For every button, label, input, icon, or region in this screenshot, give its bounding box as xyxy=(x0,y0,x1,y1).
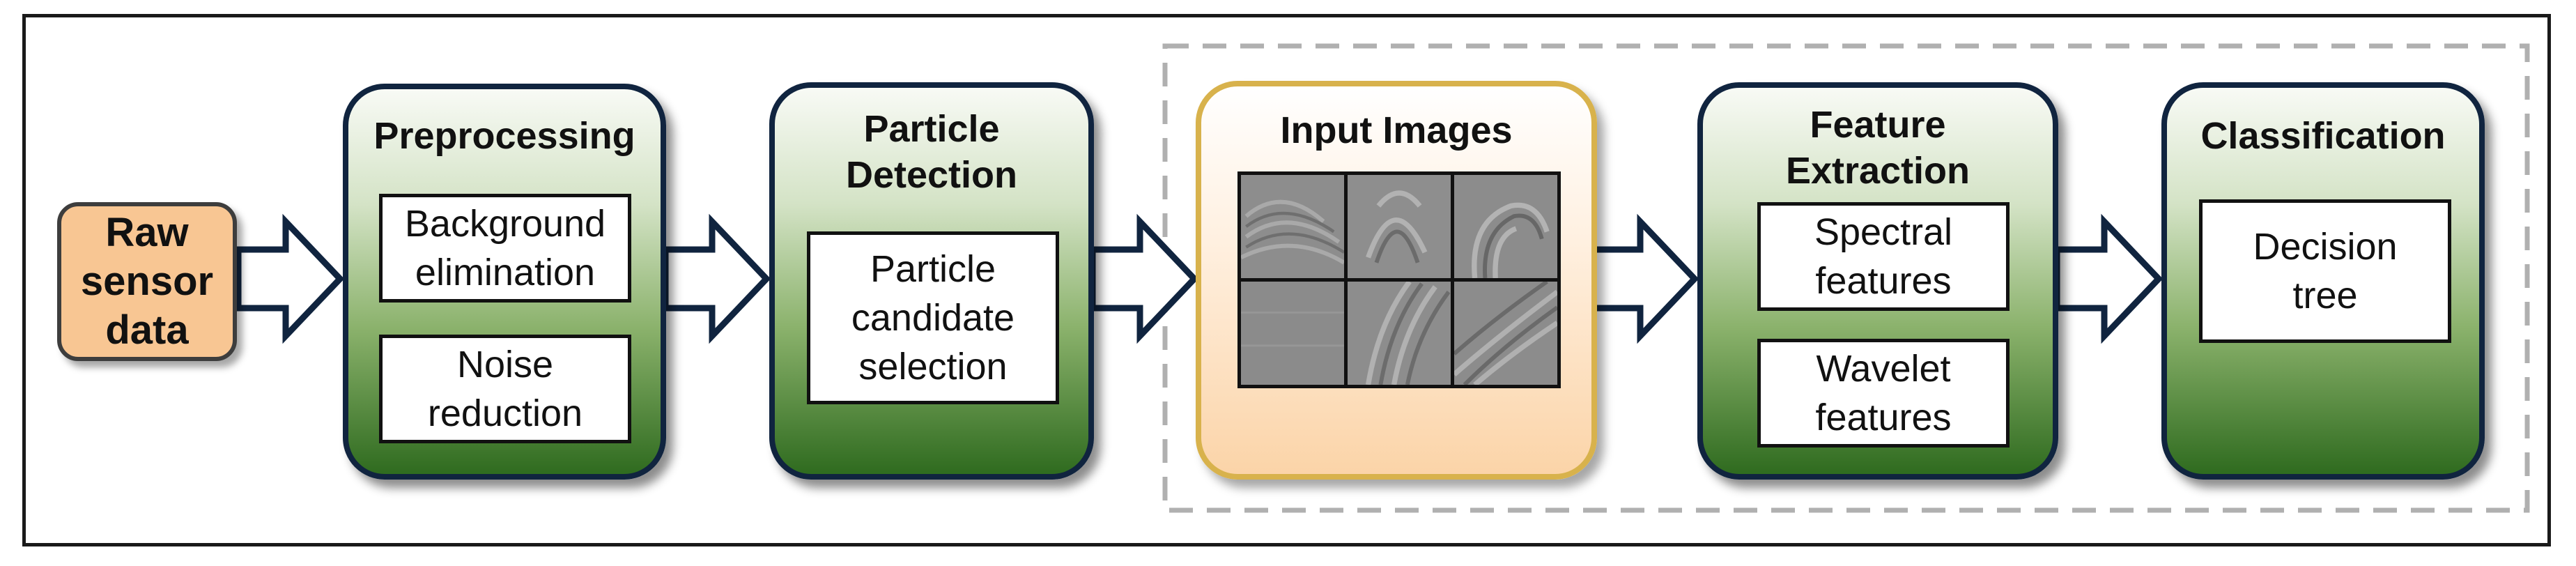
classification-title: Classification xyxy=(2200,115,2446,157)
particle-detection-title: Particle Detection xyxy=(775,106,1088,198)
sample-image-5 xyxy=(1344,278,1454,388)
box-line: Spectral xyxy=(1814,211,1953,253)
preprocessing-title: Preprocessing xyxy=(373,115,635,157)
background-elimination-box: Background elimination xyxy=(379,194,631,303)
sample-image-4 xyxy=(1237,278,1348,388)
decision-tree-box: Decision tree xyxy=(2199,199,2451,343)
raw-label-line3: data xyxy=(105,307,189,353)
spectral-features-box: Spectral features xyxy=(1757,202,2010,311)
sample-image-3 xyxy=(1451,171,1561,282)
sample-image-2 xyxy=(1344,171,1454,282)
dashed-group-region xyxy=(1162,43,2530,513)
box-line: features xyxy=(1815,397,1952,438)
stage-particle-detection: Particle Detection Particle candidate se… xyxy=(769,82,1094,480)
arrow-detection-to-input-images xyxy=(1089,213,1199,344)
box-line: reduction xyxy=(427,392,583,434)
box-line: selection xyxy=(858,346,1008,388)
title-line: Feature xyxy=(1810,104,1946,146)
box-line: elimination xyxy=(415,252,596,293)
box-line: tree xyxy=(2292,275,2358,316)
stage-feature-extraction: Feature Extraction Spectral features Wav… xyxy=(1697,82,2058,480)
arrow-preprocessing-to-detection xyxy=(662,213,771,344)
arrow-features-to-classification xyxy=(2053,213,2164,344)
box-line: candidate xyxy=(851,297,1015,339)
wavelet-features-box: Wavelet features xyxy=(1757,339,2010,448)
arrow-raw-to-preprocessing xyxy=(235,213,345,344)
box-line: Noise xyxy=(456,344,554,385)
box-line: Particle xyxy=(870,248,996,290)
box-line: Background xyxy=(404,203,606,245)
noise-reduction-box: Noise reduction xyxy=(379,335,631,443)
box-line: Wavelet xyxy=(1816,348,1951,390)
title-line: Particle xyxy=(863,108,1000,150)
sample-image-1 xyxy=(1237,171,1348,282)
box-line: features xyxy=(1815,260,1952,302)
input-images-title: Input Images xyxy=(1280,109,1513,151)
raw-sensor-data-node: Raw sensor data xyxy=(57,202,237,361)
arrow-input-images-to-features xyxy=(1589,213,1699,344)
feature-extraction-title: Feature Extraction xyxy=(1703,102,2053,194)
title-line: Detection xyxy=(845,154,1018,196)
box-line: Decision xyxy=(2253,226,2398,268)
stage-classification: Classification Decision tree xyxy=(2161,82,2485,480)
stage-input-images: Input Images xyxy=(1196,81,1597,480)
raw-label-line1: Raw xyxy=(105,210,189,255)
particle-candidate-selection-box: Particle candidate selection xyxy=(807,231,1059,404)
sample-image-6 xyxy=(1451,278,1561,388)
title-line: Extraction xyxy=(1785,150,1970,192)
raw-label-line2: sensor xyxy=(80,259,214,304)
stage-preprocessing: Preprocessing Background elimination Noi… xyxy=(343,84,666,480)
